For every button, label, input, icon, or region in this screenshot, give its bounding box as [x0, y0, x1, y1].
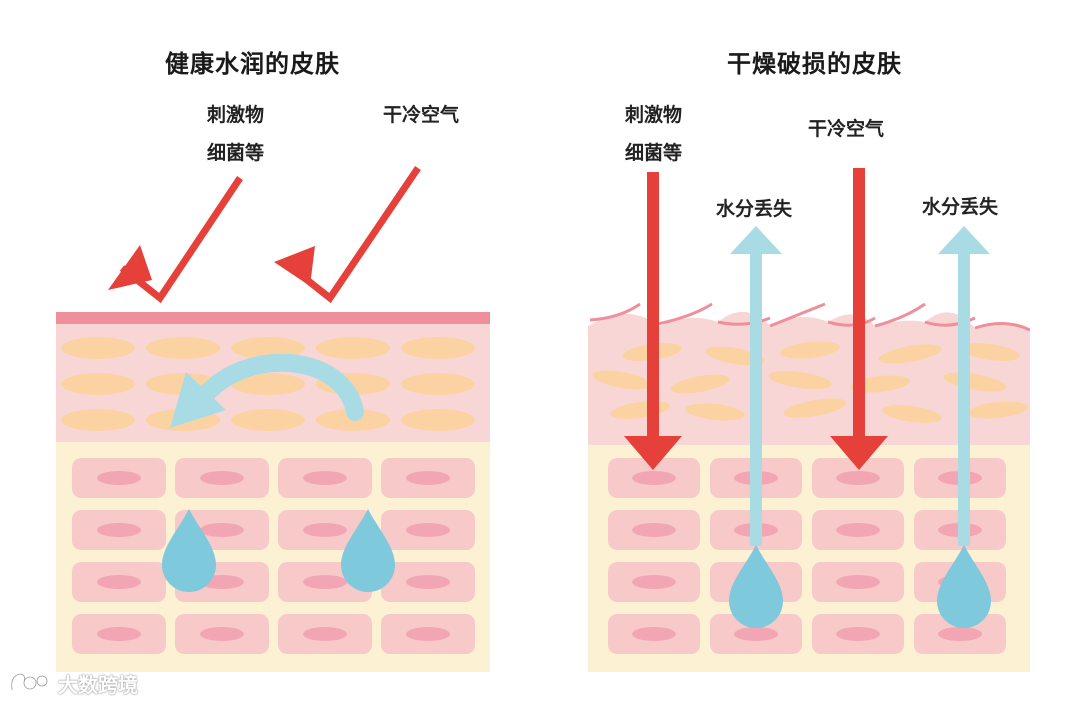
right-skin-cross-section	[588, 168, 1030, 672]
right-water-drop-2	[937, 545, 991, 628]
left-epidermis-ovals	[61, 337, 475, 431]
watermark-text: 大数跨境	[58, 672, 138, 697]
left-cold-air-arrowhead	[274, 246, 315, 286]
watermark: 大数跨境	[8, 668, 138, 698]
left-irritant-line1: 刺激物	[207, 104, 265, 126]
left-moisture-circulation-arrow	[170, 353, 364, 428]
left-cold-air-label: 干冷空气	[383, 104, 460, 126]
right-epidermis-ovals	[592, 341, 1028, 423]
left-skin-cross-section	[56, 166, 490, 672]
right-water-loss-arrow-1	[730, 226, 782, 546]
right-irritant-label: 刺激物 细菌等	[625, 96, 682, 172]
left-water-drop-1	[162, 509, 216, 592]
left-skin-surface-line	[56, 312, 490, 324]
right-irritant-line2: 细菌等	[625, 142, 683, 164]
left-water-drop-2	[341, 509, 395, 592]
right-water-loss-label-2: 水分丢失	[922, 196, 999, 218]
left-panel-title: 健康水润的皮肤	[165, 50, 340, 78]
left-irritant-label: 刺激物 细菌等	[207, 96, 264, 172]
right-water-loss-label-1: 水分丢失	[716, 198, 793, 220]
watermark-logo-icon	[10, 672, 49, 691]
right-cold-air-penetrate-arrow	[830, 168, 888, 470]
right-irritant-line1: 刺激物	[625, 104, 683, 126]
right-panel-title: 干燥破损的皮肤	[727, 50, 902, 78]
left-irritant-arrowhead	[108, 245, 152, 290]
right-water-drop-1	[729, 545, 783, 628]
left-irritant-line2: 细菌等	[207, 142, 265, 164]
right-irritant-penetrate-arrow	[624, 172, 682, 470]
right-cold-air-label: 干冷空气	[808, 118, 885, 140]
right-water-loss-arrow-2	[938, 226, 990, 546]
